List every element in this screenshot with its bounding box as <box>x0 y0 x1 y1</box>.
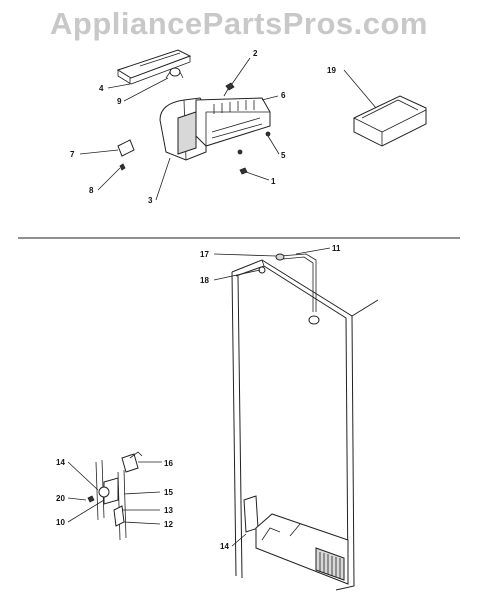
callout-9: 9 <box>117 97 122 106</box>
callout-13: 13 <box>164 506 173 515</box>
part-19-ice-bin <box>353 95 427 147</box>
callout-labels: 1 2 3 4 5 6 7 8 9 10 11 12 13 14 14 15 1… <box>56 49 341 551</box>
leader-lines-lower <box>67 247 331 547</box>
part-5-screws <box>237 131 271 155</box>
valve-bracket-assembly <box>95 459 127 541</box>
callout-5: 5 <box>281 151 286 160</box>
callout-1: 1 <box>271 177 276 186</box>
callout-3: 3 <box>148 196 153 205</box>
part-14-bottom-assembly <box>243 495 349 585</box>
part-4-bracket <box>116 49 192 85</box>
callout-17: 17 <box>200 250 209 259</box>
part-17-fitting <box>275 253 285 261</box>
callout-16: 16 <box>164 459 173 468</box>
part-6-ice-mold <box>195 97 271 147</box>
leader-lines-upper <box>79 57 377 201</box>
callout-14-lower: 14 <box>220 542 229 551</box>
part-16-valve <box>121 451 143 473</box>
callout-19: 19 <box>327 66 336 75</box>
part-11-water-tube <box>279 253 320 325</box>
callout-4: 4 <box>99 84 104 93</box>
callout-18: 18 <box>200 276 209 285</box>
callout-15: 15 <box>164 488 173 497</box>
callout-10: 10 <box>56 518 65 527</box>
part-2-screw <box>223 82 235 97</box>
callout-20: 20 <box>56 494 65 503</box>
callout-12: 12 <box>164 520 173 529</box>
watermark-logo: AppliancePartsPros.com <box>50 6 428 41</box>
part-8-screw <box>119 163 126 171</box>
part-3-icemaker-housing <box>159 97 207 161</box>
part-1-screw <box>239 167 248 175</box>
part-7-plate <box>117 139 135 157</box>
callout-14-upper: 14 <box>56 458 65 467</box>
callout-8: 8 <box>89 186 94 195</box>
callout-6: 6 <box>281 91 286 100</box>
cabinet-door-panel <box>231 259 379 591</box>
part-9-clip <box>165 67 184 79</box>
part-20-screw <box>87 495 95 503</box>
callout-7: 7 <box>70 150 75 159</box>
callout-11: 11 <box>332 244 341 253</box>
callout-2: 2 <box>253 49 258 58</box>
